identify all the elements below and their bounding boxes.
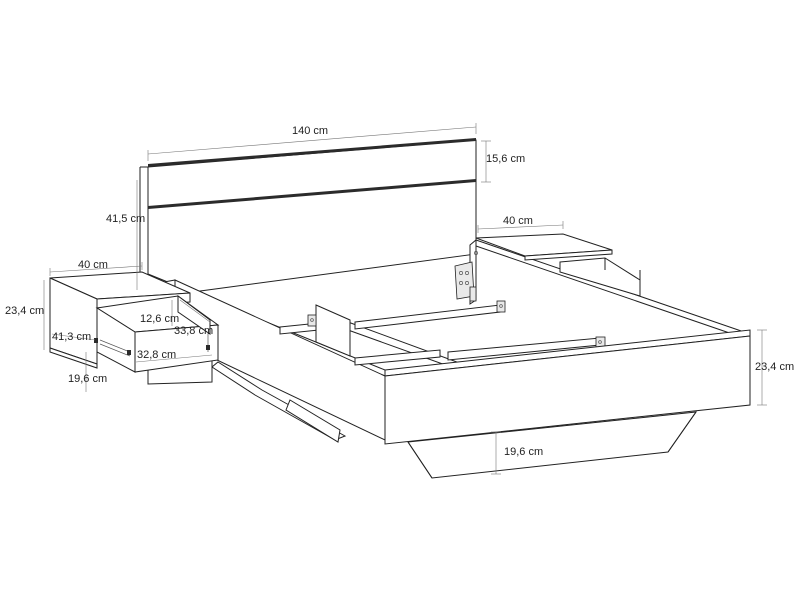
table-depth-label: 41,3 cm: [52, 331, 91, 343]
foot-board: [384, 329, 751, 445]
headboard: [139, 138, 477, 299]
bed-width-label: 140 cm: [292, 125, 328, 137]
drawer-height-label: 12,6 cm: [140, 313, 179, 325]
left-table-height-label: 23,4 cm: [5, 305, 44, 317]
inner-frame: [279, 300, 606, 373]
drawer-depth-label: 33,8 cm: [174, 325, 213, 337]
headboard-band-label: 15,6 cm: [486, 153, 525, 165]
left-table-width-label: 40 cm: [78, 259, 108, 271]
headboard-height-label: 41,5 cm: [106, 213, 145, 225]
open-drawer: [94, 295, 220, 373]
dimension-lines: [43, 123, 767, 475]
left-clearance-label: 19,6 cm: [68, 373, 107, 385]
drawer-width-label: 32,8 cm: [137, 349, 176, 361]
right-table-width-label: 40 cm: [503, 215, 533, 227]
bed-clearance-label: 19,6 cm: [504, 446, 543, 458]
right-bedside-table: [475, 233, 641, 297]
right-side-rail: [469, 238, 751, 341]
hinge-bracket: [454, 251, 478, 302]
dimension-labels: 140 cm 15,6 cm 41,5 cm 40 cm 40 cm 23,4 …: [5, 125, 794, 458]
right-support-leg: [407, 411, 698, 479]
bed-side-height-label: 23,4 cm: [755, 361, 794, 373]
